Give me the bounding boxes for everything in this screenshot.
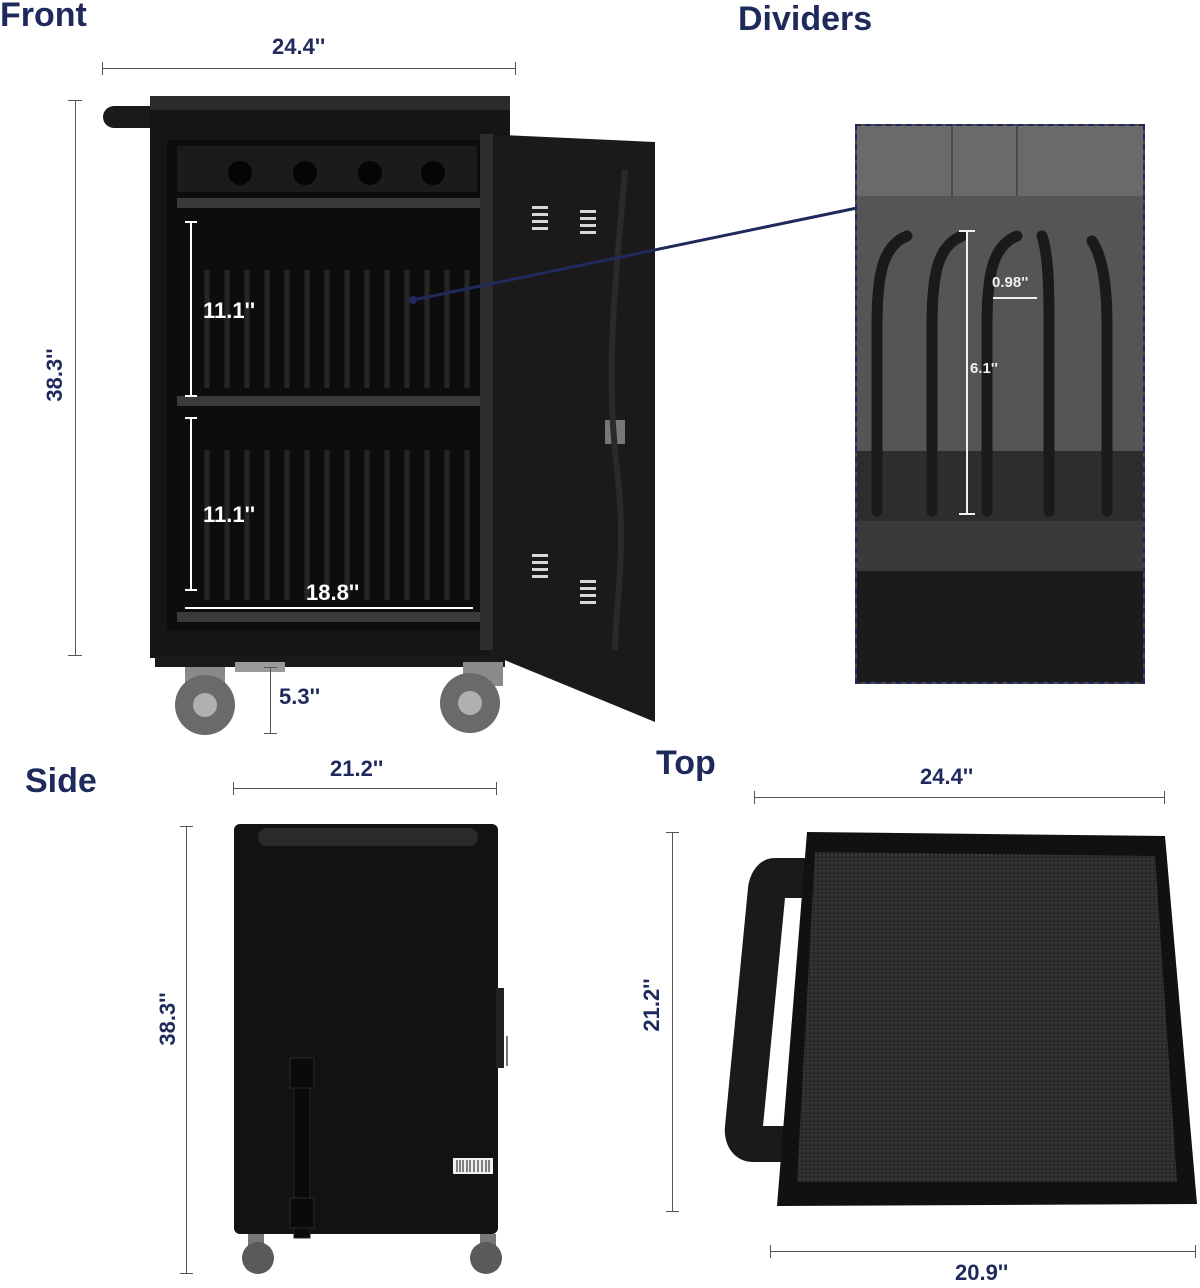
caster-line: [270, 667, 271, 733]
top-bottom-width-tick-left: [770, 1245, 771, 1258]
side-depth-line: [233, 788, 497, 789]
top-width-line: [754, 797, 1165, 798]
caster-label: 5.3'': [279, 684, 321, 709]
side-height-line: [186, 826, 187, 1274]
front-inner-width-label: 18.8'': [306, 580, 360, 605]
dividers-title: Dividers: [738, 0, 873, 38]
top-depth-tick-bottom: [666, 1211, 679, 1212]
side-height-label: 38.3'': [155, 992, 180, 1046]
side-depth-tick-left: [233, 782, 234, 795]
side-height-tick-top: [180, 826, 193, 827]
top-bottom-width-label: 20.9'': [955, 1260, 1009, 1285]
divider-callout-line: [409, 206, 858, 304]
top-view-photo: [724, 832, 1197, 1206]
top-width-tick-right: [1164, 791, 1165, 804]
top-bottom-width-line: [770, 1251, 1196, 1252]
top-depth-label: 21.2'': [639, 978, 664, 1032]
divider-gap-label: 0.98'': [992, 274, 1029, 291]
front-height-line: [75, 100, 76, 656]
side-title: Side: [25, 762, 97, 800]
front-shelf-lower-label: 11.1'': [203, 502, 256, 527]
dividers-inset-photo: [855, 124, 1145, 684]
front-width-line: [102, 68, 516, 69]
front-title: Front: [0, 0, 87, 34]
caster-tick-top: [264, 667, 277, 668]
front-height-label: 38.3'': [42, 348, 67, 402]
top-width-tick-left: [754, 791, 755, 804]
front-shelf-upper-label: 11.1'': [203, 298, 256, 323]
side-depth-tick-right: [496, 782, 497, 795]
top-depth-tick-top: [666, 832, 679, 833]
front-width-tick-left: [102, 62, 103, 75]
top-bottom-width-tick-right: [1195, 1245, 1196, 1258]
front-width-tick-right: [515, 62, 516, 75]
front-height-tick-top: [68, 100, 82, 101]
side-depth-label: 21.2'': [330, 756, 384, 781]
side-height-tick-bottom: [180, 1273, 193, 1274]
top-depth-line: [672, 832, 673, 1212]
front-height-tick-bottom: [68, 655, 82, 656]
front-width-label: 24.4'': [272, 34, 326, 59]
front-cabinet-photo: [103, 96, 655, 735]
caster-tick-bottom: [264, 733, 277, 734]
side-cabinet-photo: [234, 824, 508, 1274]
top-width-label: 24.4'': [920, 764, 974, 789]
divider-height-label: 6.1'': [970, 360, 998, 377]
top-title: Top: [656, 744, 716, 782]
